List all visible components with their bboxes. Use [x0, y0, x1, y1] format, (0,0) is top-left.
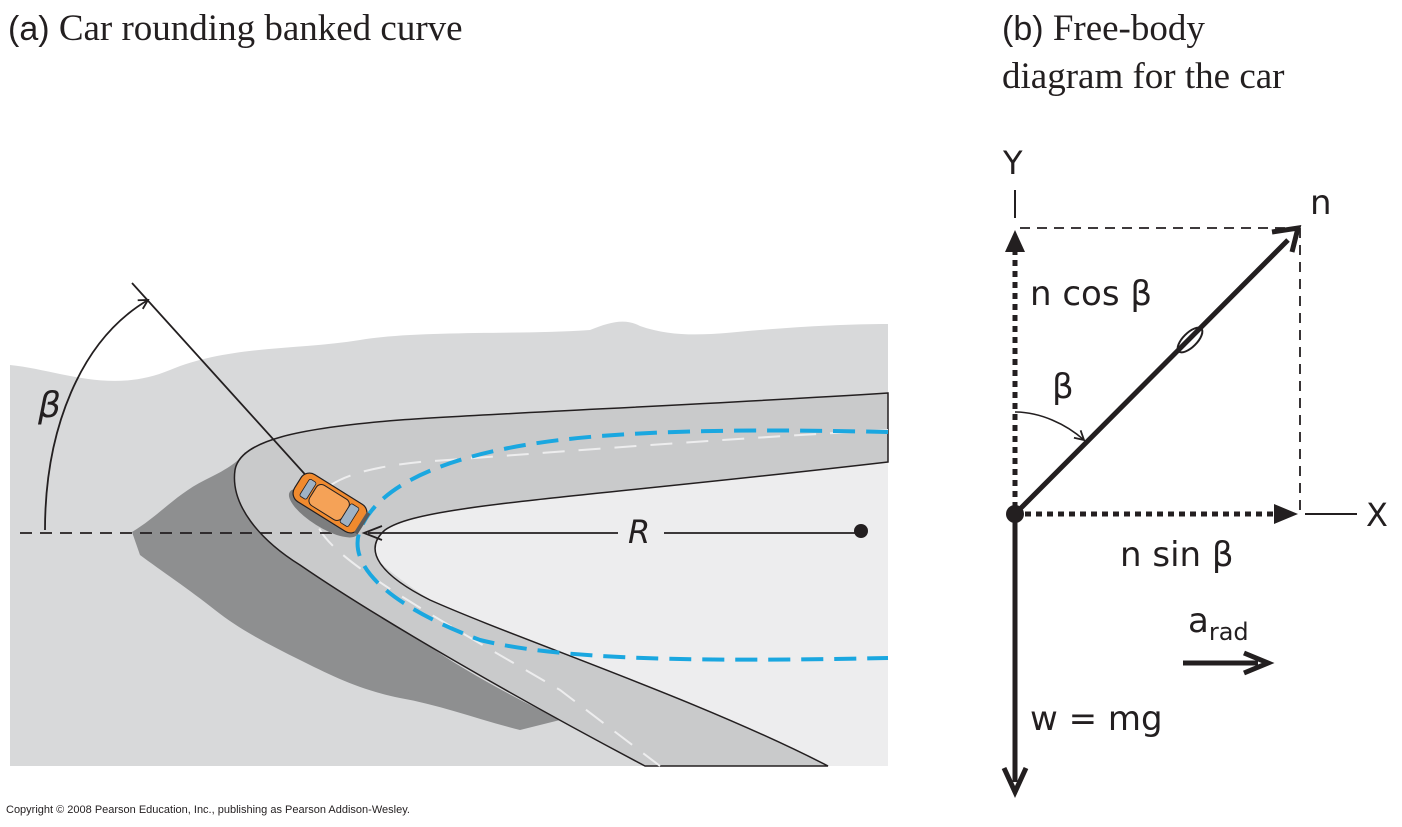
free-body-diagram: Y X n n cos β β n sin β w = mg [1001, 144, 1388, 799]
banked-curve-illustration: β R [10, 282, 889, 767]
car-path-circle [355, 428, 889, 662]
n-sin-beta-label: n sin β [1120, 535, 1234, 575]
car [288, 472, 371, 538]
inner-field [364, 462, 888, 766]
radius-arrowhead [361, 525, 383, 541]
panel-a-title: (a) Car rounding banked curve [8, 8, 463, 50]
radial-acceleration-subscript: rad [1209, 618, 1249, 646]
n-cos-beta-arrowhead [1005, 230, 1025, 252]
car-rear-window [299, 478, 317, 500]
normal-force-vector [1013, 238, 1290, 516]
panel-b-title-line2: diagram for the car [1002, 56, 1285, 97]
panel-a-tag: (a) [8, 10, 50, 48]
weight-label: w = mg [1030, 699, 1163, 739]
panel-a-title-text: Car rounding banked curve [58, 8, 463, 49]
y-axis-label: Y [1002, 144, 1023, 182]
component-replacement-mark [1176, 326, 1204, 354]
n-cos-beta-label: n cos β [1030, 274, 1152, 314]
beta-angle-arc [44, 299, 150, 531]
panel-b-title-line1: Free-body [1052, 8, 1205, 49]
curve-center-dot [854, 524, 868, 538]
road-lane-marking [314, 429, 889, 767]
n-sin-beta-arrowhead [1274, 504, 1298, 524]
radial-acceleration-arrowhead [1243, 650, 1275, 676]
copyright-notice: Copyright © 2008 Pearson Education, Inc.… [6, 804, 410, 816]
panel-a-beta-label: β [37, 385, 61, 426]
radial-acceleration-symbol: a [1188, 601, 1209, 641]
cliff-shadow [132, 452, 560, 730]
car-bumper [354, 511, 371, 535]
free-body-beta-arc [1014, 411, 1086, 442]
normal-force-label: n [1310, 183, 1332, 223]
x-axis-label: X [1366, 496, 1388, 534]
radial-acceleration-label: arad [1188, 601, 1249, 646]
panel-a-radius-label: R [628, 513, 650, 551]
panel-b-tag: (b) [1002, 10, 1044, 48]
weight-arrowhead [1001, 766, 1029, 799]
normal-force-arrowhead [1271, 224, 1302, 253]
origin-dot [1006, 505, 1024, 523]
car-windshield [339, 503, 360, 527]
free-body-beta-label: β [1052, 367, 1074, 407]
panel-b-title: (b) Free-body [1002, 8, 1205, 50]
